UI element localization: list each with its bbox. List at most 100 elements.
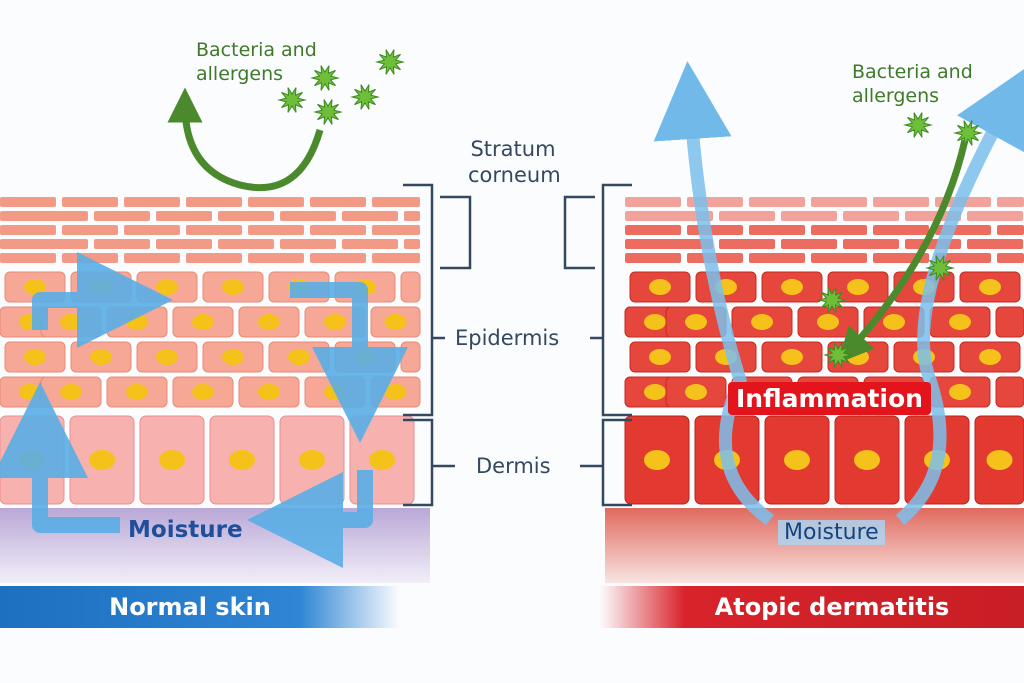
corneum-brick <box>749 253 805 263</box>
moisture-label-atopic: Moisture <box>778 520 885 545</box>
cell-nucleus <box>649 349 671 365</box>
corneum-brick <box>749 197 805 207</box>
inflammation-label: Inflammation <box>728 382 931 415</box>
layer-brackets <box>403 183 632 507</box>
cell-nucleus <box>949 384 971 400</box>
cell-nucleus <box>229 450 255 470</box>
moisture-loss-arrows <box>653 61 1024 526</box>
corneum-brick <box>310 197 366 207</box>
epidermis-label: Epidermis <box>455 326 560 350</box>
corneum-brick <box>372 253 420 263</box>
corneum-brick <box>124 253 180 263</box>
corneum-brick <box>811 197 867 207</box>
cell-nucleus <box>324 314 346 330</box>
cell-nucleus <box>384 384 407 400</box>
corneum-brick <box>997 225 1024 235</box>
corneum-brick <box>873 197 929 207</box>
bacteria-icon <box>925 255 955 281</box>
epidermal-cell <box>995 306 1024 338</box>
corneum-brick <box>280 211 336 221</box>
cell-nucleus <box>192 314 214 330</box>
epidermal-cell <box>400 271 421 303</box>
corneum-brick <box>625 225 681 235</box>
cell-nucleus <box>19 384 41 400</box>
corneum-brick <box>0 253 56 263</box>
corneum-brick <box>404 211 420 221</box>
cell-nucleus <box>847 279 869 295</box>
corneum-brick <box>62 197 118 207</box>
corneum-brick <box>248 197 304 207</box>
corneum-brick <box>997 197 1024 207</box>
corneum-brick <box>186 225 242 235</box>
corneum-brick <box>248 225 304 235</box>
stratum-line1: Stratum <box>470 137 556 161</box>
corneum-brick <box>186 197 242 207</box>
cell-nucleus <box>979 279 1001 295</box>
corneum-brick <box>0 225 56 235</box>
dermis-label: Dermis <box>476 454 551 478</box>
corneum-brick <box>967 211 1023 221</box>
cell-nucleus <box>649 279 671 295</box>
allergen-label-line2: allergens <box>196 63 284 85</box>
corneum-brick <box>843 239 899 249</box>
cell-nucleus <box>299 450 325 470</box>
cell-nucleus <box>685 314 707 330</box>
corneum-brick <box>843 211 899 221</box>
moisture-label-normal: Moisture <box>128 517 243 543</box>
moisture-cycle-arrows <box>0 252 408 568</box>
corneum-brick <box>280 239 336 249</box>
cell-nucleus <box>60 384 82 400</box>
cell-nucleus <box>847 349 869 365</box>
bacteria-icon <box>350 84 380 110</box>
corneum-brick <box>687 225 743 235</box>
cell-nucleus <box>781 279 803 295</box>
cell-nucleus <box>369 450 395 470</box>
cell-nucleus <box>126 384 148 400</box>
allergen-label-line1: Bacteria and <box>852 61 973 83</box>
corneum-brick <box>719 239 775 249</box>
cell-nucleus <box>89 450 115 470</box>
allergen-label-line2: allergens <box>852 85 940 107</box>
penetrating-allergen-arrow <box>838 139 969 364</box>
corneum-brick <box>657 239 713 249</box>
allergen-label-line1: Bacteria and <box>196 39 317 61</box>
corneum-brick <box>218 211 274 221</box>
corneum-brick <box>811 225 867 235</box>
cell-nucleus <box>685 384 707 400</box>
corneum-brick <box>94 239 150 249</box>
cell-nucleus <box>986 450 1013 470</box>
cell-nucleus <box>222 279 244 295</box>
cell-nucleus <box>159 450 185 470</box>
deflected-allergen-arrow <box>167 87 324 192</box>
cell-nucleus <box>751 314 773 330</box>
cell-nucleus <box>644 384 666 400</box>
corneum-brick <box>32 239 88 249</box>
corneum-brick <box>0 197 56 207</box>
bacteria-icon <box>817 287 847 313</box>
cell-nucleus <box>156 279 178 295</box>
bacteria-icon <box>953 120 983 146</box>
corneum-brick <box>404 239 420 249</box>
corneum-brick <box>124 225 180 235</box>
bacteria-icon <box>313 99 343 125</box>
cell-nucleus <box>817 314 839 330</box>
corneum-brick <box>372 225 420 235</box>
bacteria-icon <box>277 87 307 113</box>
corneum-brick <box>248 253 304 263</box>
cell-nucleus <box>288 349 310 365</box>
corneum-brick <box>372 197 420 207</box>
corneum-brick <box>156 211 212 221</box>
corneum-brick <box>218 239 274 249</box>
cell-nucleus <box>384 314 407 330</box>
cell-nucleus <box>854 450 880 470</box>
cell-nucleus <box>949 314 971 330</box>
cell-nucleus <box>781 349 803 365</box>
stratum-line2: corneum <box>468 163 561 187</box>
epidermal-cell <box>400 341 421 373</box>
corneum-brick <box>781 211 837 221</box>
corneum-brick <box>186 253 242 263</box>
atopic-banner-bg <box>600 586 1024 628</box>
cell-nucleus <box>24 349 46 365</box>
